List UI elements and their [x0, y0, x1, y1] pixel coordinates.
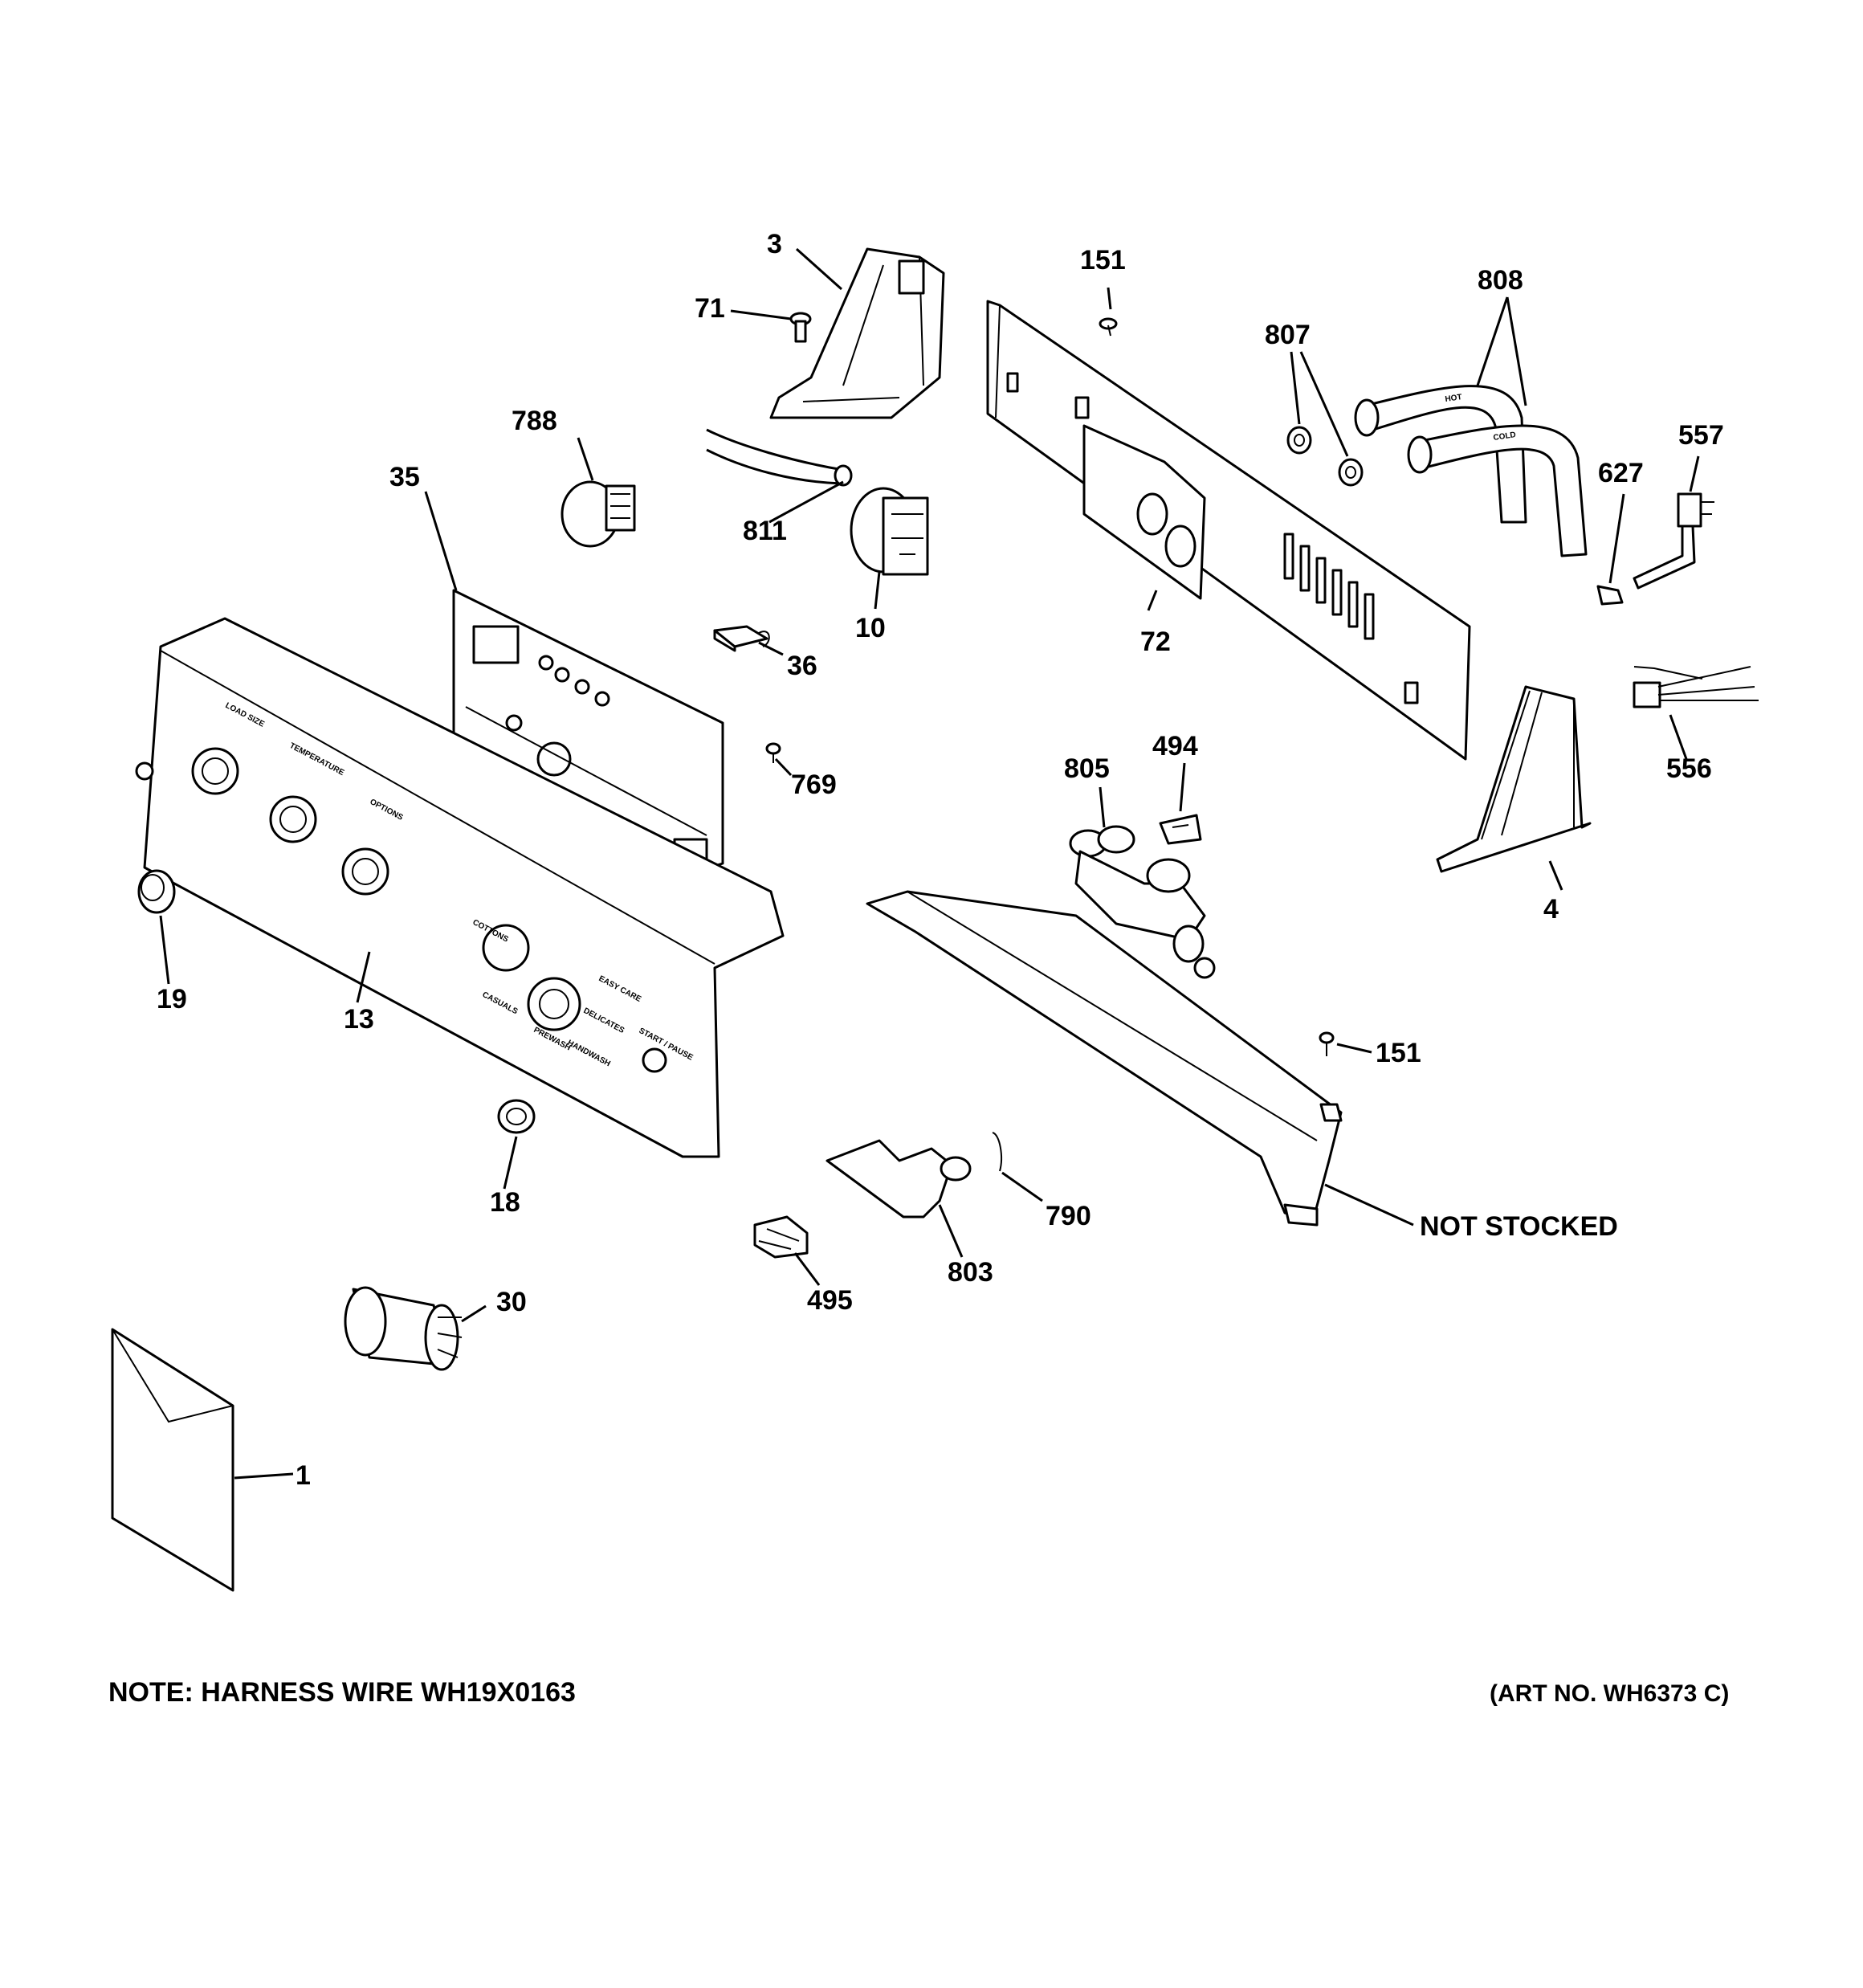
- callout-556: 556: [1666, 753, 1712, 784]
- callout-36: 36: [787, 651, 817, 681]
- part-811-hose: [706, 428, 853, 487]
- art-number: (ART NO. WH6373 C): [1490, 1680, 1729, 1707]
- part-not-stocked-channel: [866, 890, 1343, 1227]
- part-494-connector: [1159, 814, 1202, 845]
- callout-811: 811: [743, 516, 787, 546]
- hose-label-cold: COLD: [1493, 431, 1517, 443]
- callout-790: 790: [1046, 1201, 1091, 1231]
- part-627-grommet: [1596, 585, 1624, 606]
- callout-151-lower: 151: [1376, 1038, 1421, 1068]
- callout-labels: 3 71 151 808 807 557 627 788 35 811 10 7…: [157, 229, 1724, 1491]
- part-72-backsplash: [986, 300, 1471, 761]
- leader-lines: [159, 247, 1700, 1480]
- part-10-pressure-switch: [850, 487, 929, 576]
- callout-627: 627: [1598, 458, 1644, 488]
- part-1-envelope: [111, 1328, 234, 1592]
- part-30-capacitor: [344, 1286, 463, 1371]
- part-13-console-panel: LOAD SIZE TEMPERATURE OPTIONS COTTONS EA…: [135, 617, 785, 1158]
- callout-1: 1: [296, 1460, 311, 1491]
- part-803-dispenser-inlet: [826, 1139, 972, 1219]
- callout-805: 805: [1064, 753, 1110, 784]
- callout-808: 808: [1478, 265, 1523, 296]
- part-557-thermistor: [1633, 492, 1714, 590]
- callout-807: 807: [1265, 320, 1311, 350]
- part-3-bracket-left: [769, 247, 945, 419]
- part-808-inlet-hoses: HOT COLD: [1354, 385, 1588, 557]
- hose-label-hot: HOT: [1445, 393, 1462, 404]
- part-805-water-valve: [1069, 825, 1216, 979]
- callout-35: 35: [389, 462, 420, 492]
- callout-13: 13: [344, 1004, 374, 1035]
- part-4-bracket-right: [1436, 685, 1592, 873]
- callout-18: 18: [490, 1187, 520, 1218]
- label-not-stocked: NOT STOCKED: [1420, 1211, 1618, 1242]
- callout-19: 19: [157, 984, 187, 1014]
- part-807-washers: [1286, 426, 1364, 487]
- part-71-screw: [789, 312, 812, 343]
- callout-10: 10: [855, 613, 886, 643]
- part-769-clip: [765, 742, 781, 763]
- part-556-harness: [1633, 666, 1759, 708]
- callout-4: 4: [1543, 894, 1559, 925]
- part-151-screw-top: [1099, 317, 1118, 337]
- part-788-switch: [561, 480, 636, 548]
- callout-3: 3: [767, 229, 782, 259]
- part-151-screw-lower: [1319, 1031, 1335, 1056]
- callout-30: 30: [496, 1287, 527, 1317]
- part-495-connector: [753, 1215, 809, 1259]
- part-19-knob: [137, 869, 176, 914]
- callout-557: 557: [1678, 420, 1724, 451]
- callout-494: 494: [1152, 731, 1198, 761]
- callout-72: 72: [1140, 627, 1171, 657]
- harness-note: NOTE: HARNESS WIRE WH19X0163: [108, 1677, 576, 1708]
- part-36-connector: [713, 625, 770, 652]
- callout-788: 788: [512, 406, 557, 436]
- callout-769: 769: [791, 769, 837, 800]
- part-18-knob: [497, 1099, 536, 1134]
- callout-71: 71: [695, 293, 725, 324]
- callout-495: 495: [807, 1285, 853, 1316]
- callout-803: 803: [948, 1257, 993, 1288]
- part-790-clamp: [992, 1132, 1002, 1172]
- callout-151-top: 151: [1080, 245, 1126, 276]
